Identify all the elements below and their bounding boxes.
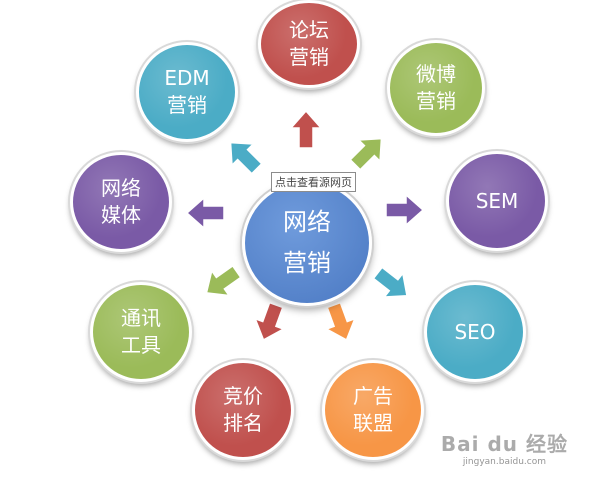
baidu-jingyan-watermark: Bai du 经验 jingyan.baidu.com: [441, 428, 568, 467]
node-communication-tools: 通讯 工具: [90, 282, 192, 382]
node-label: 微博 营销: [416, 62, 456, 113]
node-label: 论坛 营销: [289, 18, 329, 69]
watermark-brand: Bai du 经验: [440, 432, 568, 456]
arrow-to-guanggao: [324, 301, 357, 341]
node-luntan-marketing: 论坛 营销: [258, 0, 360, 88]
node-label: 网络 媒体: [101, 176, 141, 227]
arrow-to-jingjia: [253, 301, 286, 341]
node-label: SEO: [454, 319, 496, 344]
arrow-to-tongxun: [205, 264, 242, 297]
arrow-to-seo: [372, 266, 408, 298]
arrow-to-meiti: [185, 196, 225, 230]
node-sem: SEM: [446, 151, 548, 251]
arrow-to-luntan: [289, 109, 323, 149]
node-label: 通讯 工具: [121, 306, 161, 357]
node-bidding-ranking: 竞价 排名: [192, 360, 294, 460]
arrow-to-sem: [385, 193, 425, 227]
tooltip-text: 点击查看源网页: [275, 176, 352, 189]
node-seo: SEO: [424, 282, 526, 382]
center-label: 网络 营销: [283, 208, 331, 277]
arrow-to-weibo: [349, 137, 383, 171]
center-node-network-marketing: 网络 营销: [242, 180, 372, 306]
node-edm-marketing: EDM 营销: [136, 42, 238, 142]
node-label: 竞价 排名: [223, 384, 263, 435]
arrow-to-edm: [229, 141, 263, 175]
node-label: EDM 营销: [164, 66, 210, 117]
node-online-media: 网络 媒体: [70, 152, 172, 252]
watermark-url: jingyan.baidu.com: [462, 457, 546, 467]
view-source-tooltip[interactable]: 点击查看源网页: [271, 172, 356, 192]
node-label: 广告 联盟: [353, 384, 393, 435]
node-ad-alliance: 广告 联盟: [322, 360, 424, 460]
node-weibo-marketing: 微博 营销: [387, 40, 485, 136]
node-label: SEM: [475, 188, 519, 213]
